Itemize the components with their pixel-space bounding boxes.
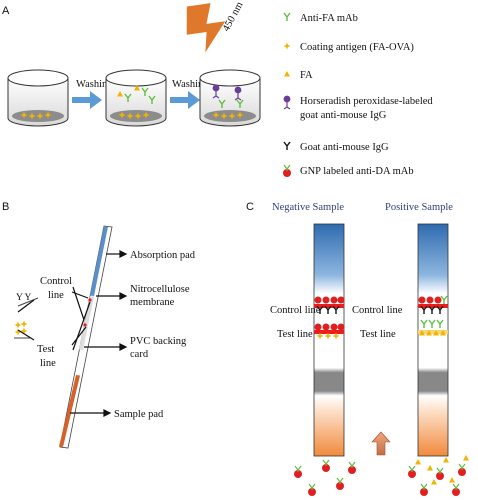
sample-pad-label: Sample pad [114, 409, 164, 420]
arrow-2-icon [170, 91, 200, 109]
panel-c-letter: C [246, 201, 254, 213]
positive-sample-header: Positive Sample [385, 202, 453, 213]
legend-item: Goat anti-mouse IgG [283, 141, 389, 153]
lightning-icon [186, 3, 226, 53]
wash-1-label: Washing [76, 79, 113, 90]
triangle-yellow-icon [284, 71, 290, 77]
legend-item: Horseradish peroxidase-labeled goat anti… [283, 95, 433, 121]
positive-sample-particles [407, 455, 469, 497]
legend-label: Goat anti-mouse IgG [300, 142, 389, 153]
negative-strip [313, 223, 345, 457]
test-line-label: line [40, 358, 56, 369]
control-line-right-label: Control line [352, 305, 403, 316]
absorption-pad-label: Absorption pad [130, 250, 196, 261]
legend-item: Anti-FA mAb [283, 12, 358, 24]
backing-label: PVC backing [130, 336, 187, 347]
legend-item: FA [284, 70, 313, 81]
control-line-particles [418, 295, 448, 315]
star-yellow-icon [283, 42, 291, 50]
panel-c: C Negative Sample Positive Sample [246, 201, 469, 497]
wavelength-label: 450 nm [221, 0, 246, 33]
control-line-label: line [48, 290, 64, 301]
test-line-right-label: Test line [360, 329, 396, 340]
arrow-1-icon [72, 91, 102, 109]
legend-label: goat anti-mouse IgG [300, 110, 387, 121]
gnp-red-icon [282, 164, 292, 178]
control-line-left-label: Control line [270, 305, 321, 316]
control-line-particles [314, 296, 345, 315]
panel-a: A 450 nm Washing Washing [2, 0, 433, 178]
line-inset: Y Y [14, 293, 39, 339]
legend-item: GNP labeled anti-DA mAb [282, 164, 414, 178]
membrane-label: Nitrocellulose [130, 284, 190, 295]
negative-sample-header: Negative Sample [272, 202, 344, 213]
negative-sample-particles [293, 459, 357, 497]
legend-label: Coating antigen (FA-OVA) [300, 42, 414, 53]
test-strip [59, 225, 113, 449]
membrane-label: membrane [130, 297, 175, 308]
wash-2-label: Washing [172, 79, 209, 90]
test-line-left-label: Test line [277, 329, 313, 340]
legend-item: Coating antigen (FA-OVA) [283, 42, 414, 53]
control-antibody-icon: Y Y [16, 293, 32, 303]
legend: Anti-FA mAb Coating antigen (FA-OVA) FA … [282, 12, 433, 178]
label-arrows [17, 250, 128, 417]
panel-b: B Y Y Control line Test line [2, 201, 196, 449]
test-line-label: Test [37, 344, 54, 355]
legend-label: Horseradish peroxidase-labeled [300, 96, 433, 107]
well-3 [199, 69, 261, 127]
control-line-label: Control [40, 276, 72, 287]
panel-a-letter: A [2, 5, 10, 17]
backing-label: card [130, 349, 149, 360]
flow-arrow-icon [371, 431, 391, 456]
legend-label: Anti-FA mAb [300, 13, 358, 24]
well-2 [105, 69, 167, 127]
legend-label: GNP labeled anti-DA mAb [300, 166, 414, 177]
hrp-purple-icon [283, 95, 291, 110]
well-1 [7, 69, 69, 127]
panel-b-letter: B [2, 201, 9, 213]
legend-label: FA [300, 70, 313, 81]
positive-strip [417, 223, 449, 457]
test-line-particles [314, 323, 345, 340]
antibody-green-icon [283, 12, 291, 22]
antibody-black-icon [283, 141, 291, 151]
